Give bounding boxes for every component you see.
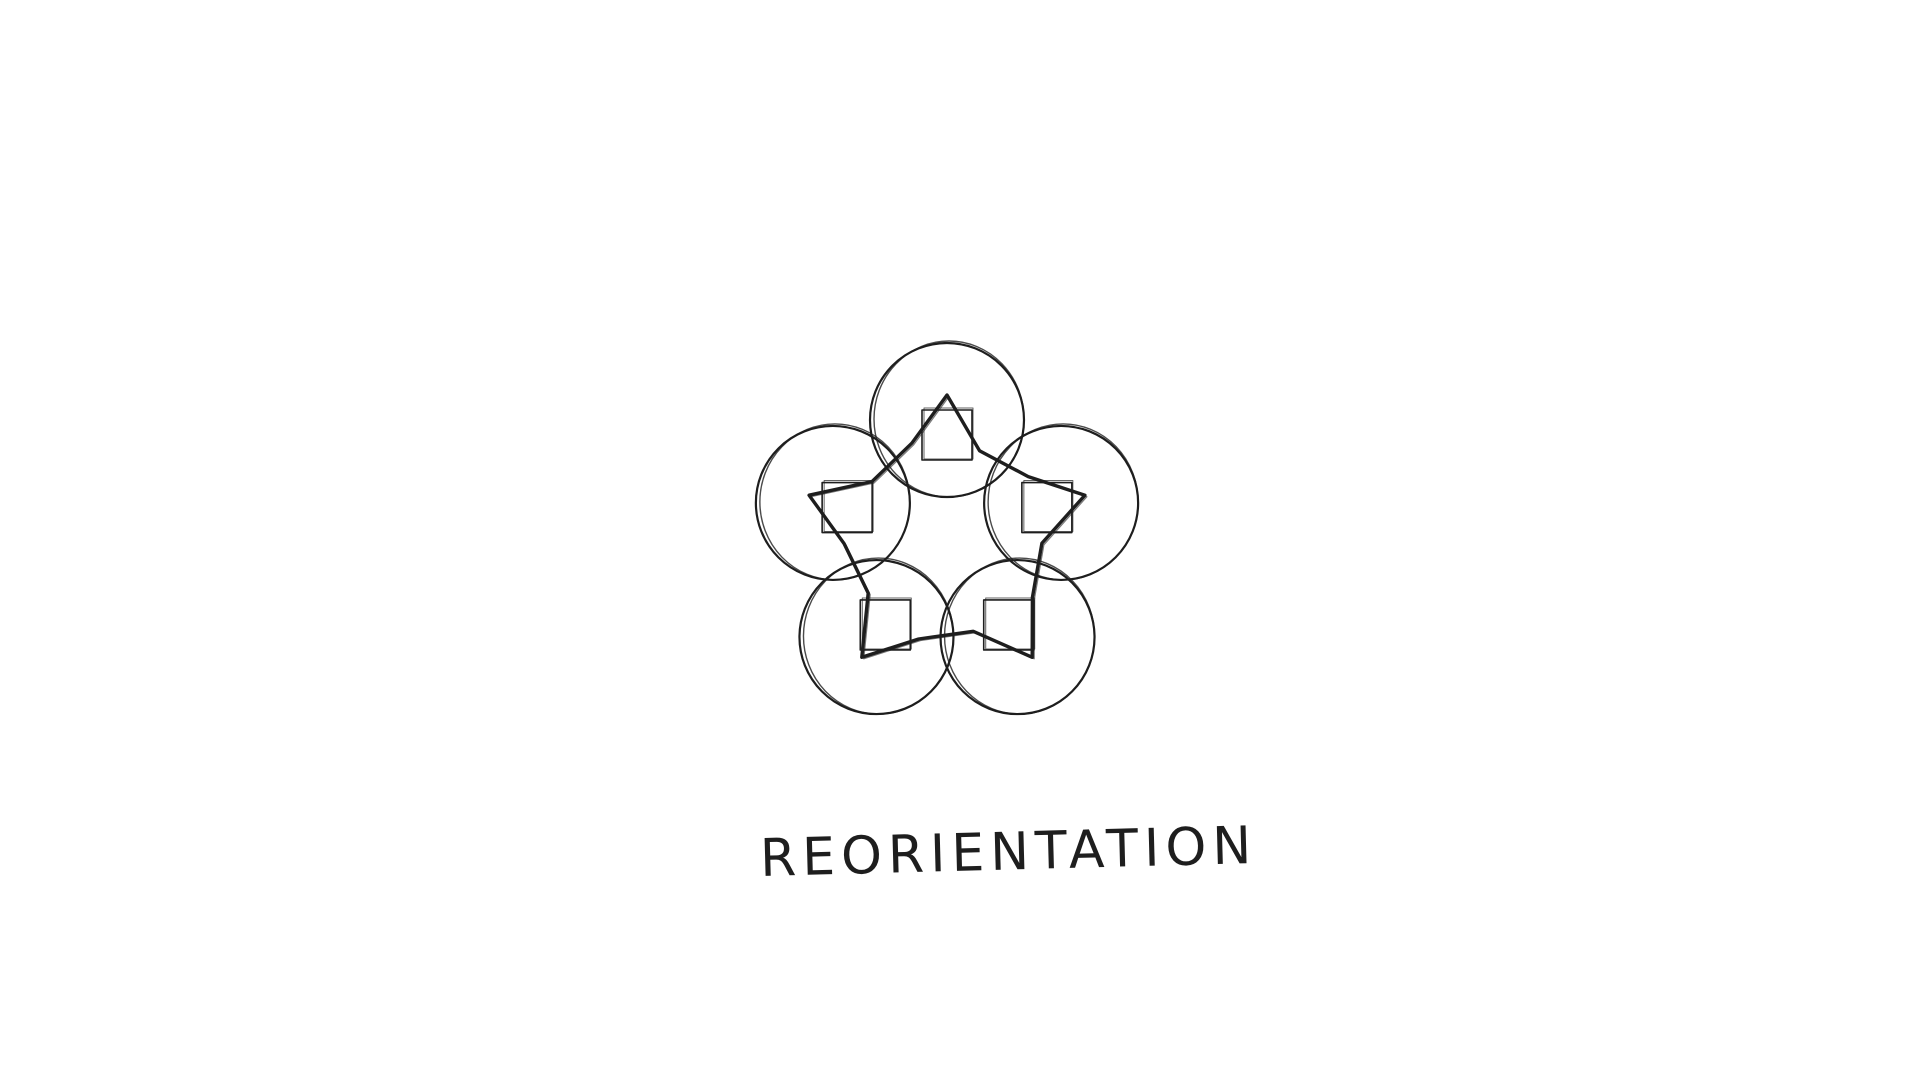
module-outline-stroke: [987, 423, 1139, 581]
module-outline-stroke: [873, 340, 1025, 498]
inner-gear-outline-stroke: [810, 395, 1088, 660]
module-3: [939, 557, 1096, 716]
module-square-stroke: [923, 407, 974, 460]
module-outline-stroke: [759, 423, 911, 581]
module-5: [754, 423, 911, 582]
inner-gear-outline: [807, 393, 1087, 659]
module-square-stroke: [823, 480, 874, 533]
module-square: [821, 481, 873, 534]
module-2: [983, 423, 1140, 582]
module-square: [982, 599, 1035, 651]
caption-label: REORIENTATION: [759, 815, 1259, 889]
module-square-stroke: [1023, 480, 1074, 533]
module-1: [868, 340, 1026, 499]
module-ring: [754, 340, 1140, 716]
